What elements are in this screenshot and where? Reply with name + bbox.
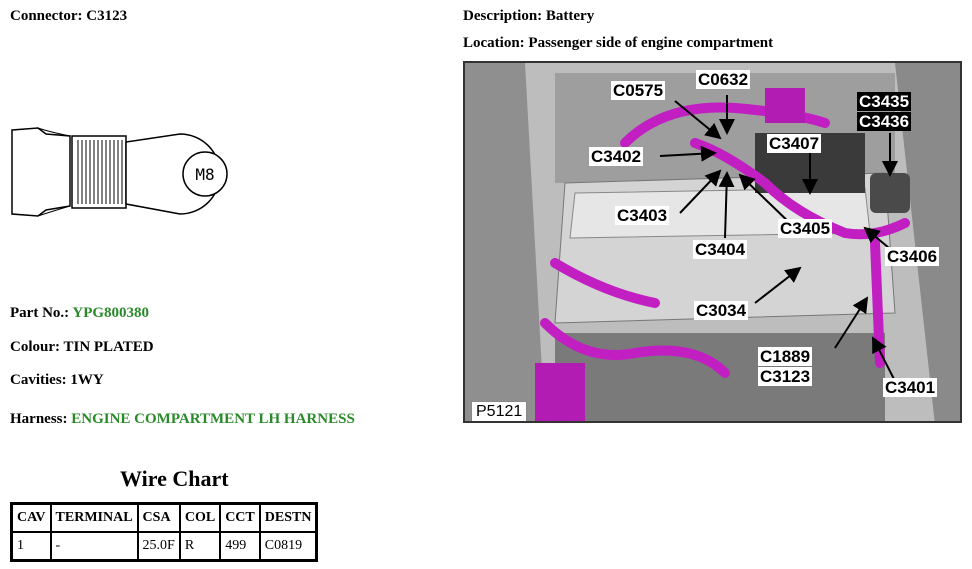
callout-c0632: C0632 — [696, 70, 751, 89]
cell-csa: 25.0F — [136, 531, 181, 562]
callout-c3435: C3435 — [857, 92, 912, 111]
callout-c3123: C3123 — [758, 367, 813, 386]
location-image: C0575 C0632 C3402 C3407 C3435 C3436 C340… — [463, 61, 962, 423]
description: Description: Battery — [463, 8, 595, 24]
image-reference-code: P5121 — [471, 401, 528, 421]
callout-c0575: C0575 — [611, 81, 666, 100]
part-number-value: YPG800380 — [72, 305, 150, 321]
cell-cav: 1 — [10, 531, 52, 562]
col-cct: CCT — [219, 502, 261, 533]
col-cav: CAV — [10, 502, 52, 533]
location: Location: Passenger side of engine compa… — [463, 35, 774, 51]
callout-c1889: C1889 — [758, 347, 813, 366]
cell-terminal: - — [49, 531, 139, 562]
col-destn: DESTN — [258, 502, 318, 533]
part-number: Part No.: YPG800380 — [10, 305, 149, 322]
callout-c3406: C3406 — [885, 247, 940, 266]
wire-chart-title: Wire Chart — [120, 466, 229, 491]
cavities: Cavities: 1WY — [10, 372, 104, 388]
callout-c3405: C3405 — [778, 219, 833, 238]
table-row: 1 - 25.0F R 499 C0819 — [10, 531, 318, 562]
col-terminal: TERMINAL — [49, 502, 139, 533]
connector-id: Connector: C3123 — [10, 8, 128, 24]
callout-c3403: C3403 — [615, 206, 670, 225]
callout-c3404: C3404 — [693, 240, 748, 259]
callout-c3407: C3407 — [767, 134, 822, 153]
cell-cct: 499 — [219, 531, 261, 562]
table-header-row: CAV TERMINAL CSA COL CCT DESTN — [10, 502, 318, 533]
callout-c3401: C3401 — [883, 378, 938, 397]
col-csa: CSA — [136, 502, 181, 533]
harness-value: ENGINE COMPARTMENT LH HARNESS — [71, 411, 355, 427]
col-col: COL — [178, 502, 222, 533]
ring-terminal-diagram: M8 — [11, 127, 228, 217]
cell-col: R — [178, 531, 222, 562]
part-number-label: Part No.: — [10, 305, 70, 321]
colour: Colour: TIN PLATED — [10, 339, 154, 355]
callout-c3402: C3402 — [589, 147, 644, 166]
callout-c3034: C3034 — [694, 301, 749, 320]
callout-c3436: C3436 — [857, 112, 912, 131]
harness: Harness: ENGINE COMPARTMENT LH HARNESS — [10, 411, 355, 428]
wire-chart-table: CAV TERMINAL CSA COL CCT DESTN 1 - 25.0F… — [10, 502, 319, 562]
harness-label: Harness: — [10, 411, 68, 427]
terminal-mark: M8 — [195, 165, 214, 184]
cell-destn: C0819 — [258, 531, 318, 562]
